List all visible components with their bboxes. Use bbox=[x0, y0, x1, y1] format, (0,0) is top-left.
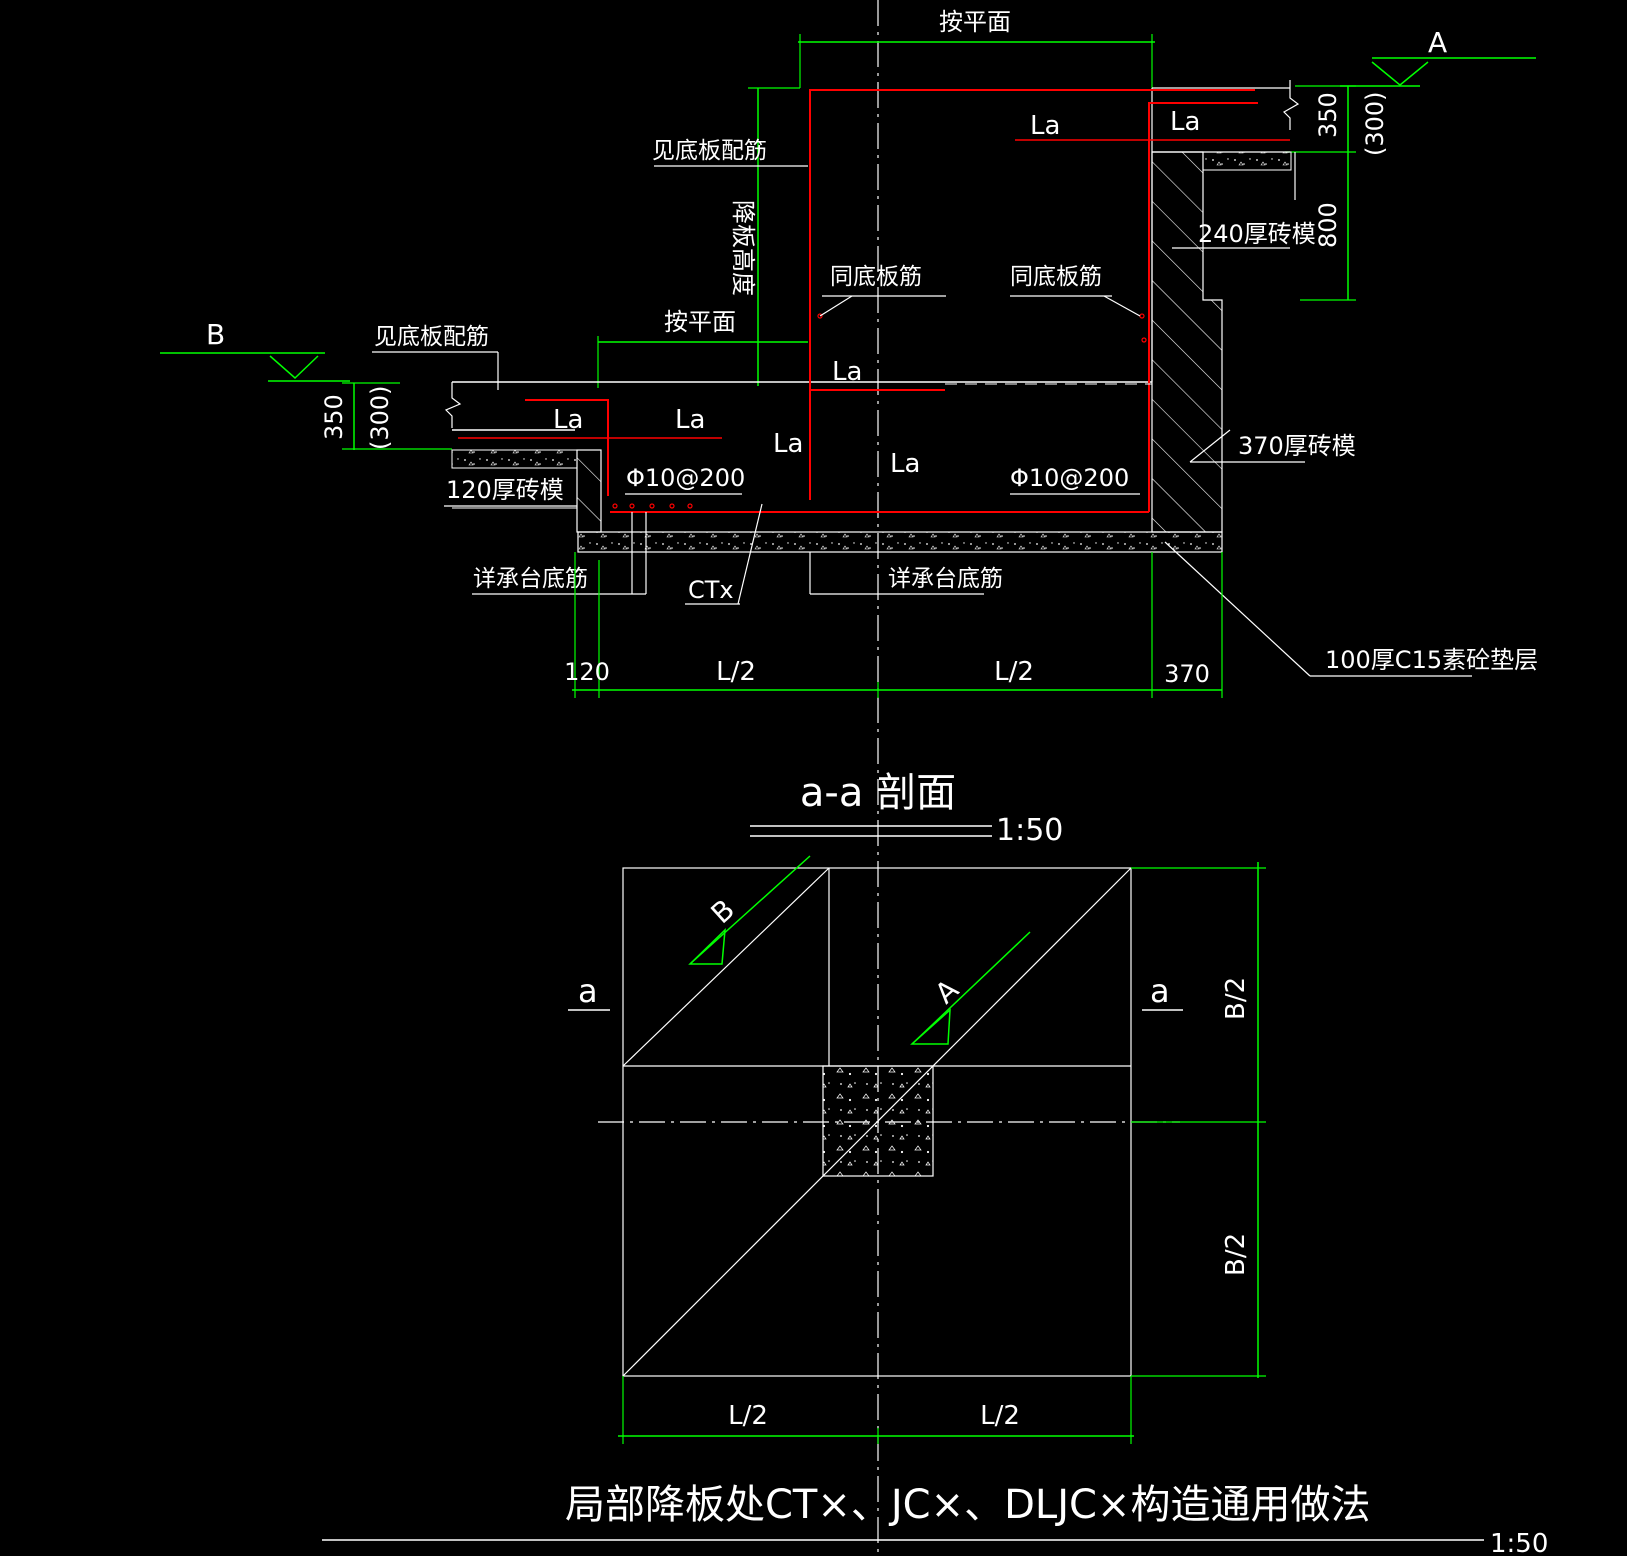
dim-b2-top: B/2 bbox=[1221, 977, 1251, 1020]
same-as-bottom-left: 同底板筋 bbox=[830, 264, 922, 290]
cap-bottom-right: 详承台底筋 bbox=[888, 566, 1003, 592]
rebar-group bbox=[458, 89, 1290, 513]
cap-bottom-left: 详承台底筋 bbox=[473, 566, 588, 592]
brick-wall-120 bbox=[576, 449, 602, 533]
dim-350-left: 350 bbox=[320, 394, 348, 440]
dim-370: 370 bbox=[1164, 660, 1210, 688]
see-bottom-slab-top: 见底板配筋 bbox=[652, 138, 767, 164]
dim-l2-right-top: L/2 bbox=[994, 657, 1034, 687]
elevation-marker-B: B bbox=[160, 318, 350, 382]
dim-plan-right: B/2 B/2 bbox=[1131, 862, 1266, 1378]
dim-l2-right-plan: L/2 bbox=[980, 1401, 1020, 1431]
dim-b2-bottom: B/2 bbox=[1221, 1233, 1251, 1276]
section-title: a-a 剖面 1:50 bbox=[750, 770, 1063, 848]
dim-800: 800 bbox=[1314, 202, 1342, 248]
slope-label-B: B bbox=[705, 893, 741, 930]
dim-by-plan-left: 按平面 bbox=[597, 308, 808, 388]
la-label-5: La bbox=[675, 405, 705, 435]
la-label-1: La bbox=[1030, 111, 1060, 141]
elevation-label-A: A bbox=[1428, 26, 1447, 59]
drawing-title: 局部降板处CT×、JC×、DLJC×构造通用做法 bbox=[565, 1482, 1370, 1528]
section-a-a: A B 按平面 降板高度 见底板配筋 按平面 bbox=[160, 0, 1538, 1556]
cushion-label: 100厚C15素砼垫层 bbox=[1325, 646, 1538, 674]
dim-left-350: 350 (300) bbox=[320, 382, 452, 450]
dim-bottom-chain: 120 L/2 L/2 370 bbox=[564, 552, 1223, 698]
by-plan-left-label: 按平面 bbox=[664, 308, 736, 336]
wall-370-label: 370厚砖模 bbox=[1238, 432, 1356, 460]
slope-label-A: A bbox=[929, 973, 965, 1010]
la-label-4: La bbox=[553, 405, 583, 435]
plan-view: a a B A B/2 B/2 L/2 bbox=[568, 855, 1266, 1444]
la-label-3: La bbox=[832, 357, 862, 387]
wall-120-label: 120厚砖模 bbox=[446, 476, 564, 504]
la-label-2: La bbox=[1170, 107, 1200, 137]
dim-350-right: 350 bbox=[1314, 92, 1342, 138]
slope-mark-B: B bbox=[688, 855, 811, 965]
by-plan-top-label: 按平面 bbox=[939, 8, 1011, 36]
section-title-scale: 1:50 bbox=[996, 813, 1063, 848]
wall-240-label: 240厚砖模 bbox=[1198, 220, 1316, 248]
la-label-6: La bbox=[773, 429, 803, 459]
dim-300-left: (300) bbox=[366, 385, 394, 450]
cut-right-label: a bbox=[1150, 972, 1170, 1010]
rebar-left-label: Φ10@200 bbox=[626, 464, 745, 492]
ctx-label: CTx bbox=[688, 576, 734, 604]
dim-300-right: (300) bbox=[1361, 91, 1389, 156]
dim-plan-bottom: L/2 L/2 bbox=[618, 1376, 1134, 1444]
elevation-marker-A: A bbox=[1340, 26, 1536, 87]
elevation-label-B: B bbox=[206, 318, 225, 351]
drop-height-label: 降板高度 bbox=[729, 200, 757, 296]
dim-right-350-800: 350 (300) 800 bbox=[1285, 85, 1389, 301]
dim-l2-left-top: L/2 bbox=[716, 657, 756, 687]
dim-by-plan-top: 按平面 bbox=[798, 8, 1155, 88]
drawing-footer: 局部降板处CT×、JC×、DLJC×构造通用做法 1:50 bbox=[322, 1482, 1548, 1556]
dim-120: 120 bbox=[564, 658, 610, 686]
dim-l2-left-plan: L/2 bbox=[728, 1401, 768, 1431]
la-label-7: La bbox=[890, 449, 920, 479]
see-bottom-slab-left: 见底板配筋 bbox=[374, 324, 489, 350]
cushion-layer bbox=[577, 531, 1223, 553]
dim-drop-height: 降板高度 bbox=[729, 87, 800, 386]
section-title-name: a-a 剖面 bbox=[800, 770, 956, 816]
rebar-right-label: Φ10@200 bbox=[1010, 464, 1129, 492]
same-as-bottom-right: 同底板筋 bbox=[1010, 264, 1102, 290]
cut-left-label: a bbox=[578, 972, 598, 1010]
pile-cap bbox=[822, 1065, 934, 1177]
drawing-scale: 1:50 bbox=[1490, 1529, 1548, 1556]
brick-wall-370 bbox=[1151, 151, 1223, 533]
